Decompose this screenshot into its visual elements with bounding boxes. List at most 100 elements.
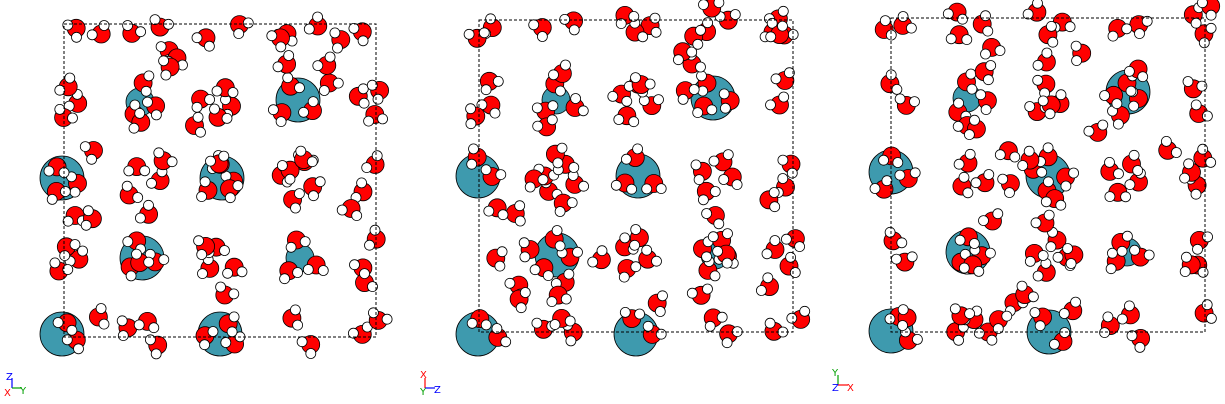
- hydrogen-atom: [139, 165, 151, 177]
- hydrogen-atom: [1104, 156, 1115, 168]
- hydrogen-atom: [688, 84, 700, 95]
- hydrogen-atom: [116, 315, 128, 327]
- hydrogen-atom: [292, 319, 304, 331]
- hydrogen-atom: [364, 239, 375, 251]
- hydrogen-atom: [654, 306, 666, 317]
- hydrogen-atom: [644, 78, 656, 90]
- hydrogen-atom: [985, 247, 996, 259]
- hydrogen-atom: [698, 194, 709, 206]
- hydrogen-atom: [1201, 299, 1213, 311]
- hydrogen-atom: [228, 311, 240, 323]
- hydrogen-atom: [980, 48, 991, 60]
- hydrogen-atom: [1143, 249, 1155, 261]
- hydrogen-atom: [964, 148, 976, 160]
- hydrogen-atom: [869, 183, 881, 194]
- hydrogen-atom: [1179, 172, 1190, 184]
- hydrogen-atom: [466, 317, 478, 329]
- hydrogen-atom: [1049, 338, 1060, 350]
- hydrogen-atom: [952, 121, 964, 132]
- structure-panel-3: [868, 0, 1221, 355]
- hydrogen-atom: [317, 265, 329, 276]
- hydrogen-atom: [54, 84, 66, 96]
- hydrogen-atom: [500, 336, 512, 348]
- hydrogen-atom: [369, 224, 381, 236]
- hydrogen-atom: [789, 267, 801, 278]
- hydrogen-atom: [82, 205, 94, 217]
- hydrogen-atom: [514, 200, 526, 212]
- hydrogen-atom: [367, 307, 379, 319]
- hydrogen-atom: [969, 238, 980, 249]
- hydrogen-atom: [166, 156, 178, 168]
- hydrogen-atom: [1141, 15, 1153, 27]
- hydrogen-atom: [1059, 327, 1071, 338]
- hydrogen-atom: [1205, 9, 1217, 21]
- hydrogen-atom: [1042, 142, 1054, 154]
- hydrogen-atom: [1111, 98, 1123, 109]
- hydrogen-atom: [572, 246, 583, 258]
- hydrogen-atom: [1181, 251, 1192, 263]
- hydrogen-atom: [1040, 196, 1052, 208]
- hydrogen-atom: [361, 162, 373, 174]
- hydrogen-atom: [785, 251, 796, 263]
- hydrogen-atom: [894, 93, 906, 105]
- hydrogen-atom: [463, 28, 475, 40]
- hydrogen-atom: [559, 13, 571, 25]
- hydrogen-atom: [1028, 291, 1039, 303]
- hydrogen-atom: [1058, 308, 1070, 319]
- hydrogen-atom: [762, 272, 774, 284]
- hydrogen-atom: [480, 164, 492, 176]
- hydrogen-atom: [306, 156, 318, 168]
- hydrogen-atom: [332, 42, 343, 54]
- hydrogen-atom: [1113, 168, 1124, 180]
- hydrogen-atom: [885, 29, 897, 41]
- hydrogen-atom: [158, 55, 170, 67]
- hydrogen-atom: [59, 250, 71, 262]
- hydrogen-atom: [949, 303, 961, 315]
- hydrogen-atom: [786, 312, 798, 324]
- hydrogen-atom: [128, 122, 140, 134]
- hydrogen-atom: [307, 96, 319, 107]
- hydrogen-atom: [290, 202, 301, 214]
- hydrogen-atom: [781, 233, 792, 245]
- hydrogen-atom: [1124, 300, 1135, 312]
- hydrogen-atom: [135, 26, 147, 38]
- hydrogen-atom: [564, 315, 576, 327]
- hydrogen-atom: [515, 302, 527, 314]
- hydrogen-atom: [693, 174, 705, 186]
- hydrogen-atom: [548, 69, 559, 81]
- hydrogen-atom: [377, 113, 389, 125]
- hydrogen-atom: [607, 91, 619, 102]
- axis-triad-2: X Z Y: [419, 370, 441, 398]
- hydrogen-atom: [686, 46, 698, 58]
- hydrogen-atom: [348, 22, 360, 34]
- hydrogen-atom: [69, 186, 81, 198]
- hydrogen-atom: [716, 311, 728, 323]
- hydrogen-atom: [975, 89, 987, 101]
- hydrogen-atom: [997, 173, 1009, 185]
- hydrogen-atom: [1107, 30, 1119, 42]
- hydrogen-atom: [193, 235, 205, 247]
- hydrogen-atom: [1023, 145, 1035, 157]
- hydrogen-atom: [1197, 266, 1209, 278]
- hydrogen-atom: [1117, 313, 1128, 325]
- hydrogen-atom: [628, 116, 640, 128]
- hydrogen-atom: [632, 143, 643, 155]
- hydrogen-atom: [1197, 0, 1208, 9]
- hydrogen-atom: [1132, 165, 1144, 176]
- hydrogen-atom: [160, 69, 172, 81]
- hydrogen-atom: [969, 114, 980, 126]
- hydrogen-atom: [79, 141, 91, 153]
- hydrogen-atom: [199, 176, 211, 188]
- hydrogen-atom: [992, 208, 1004, 220]
- hydrogen-atom: [712, 245, 723, 257]
- hydrogen-atom: [218, 150, 230, 162]
- hydrogen-atom: [197, 268, 208, 280]
- hydrogen-atom: [497, 209, 509, 221]
- hydrogen-atom: [549, 319, 561, 330]
- hydrogen-atom: [209, 103, 220, 115]
- hydrogen-atom: [351, 210, 363, 222]
- hydrogen-atom: [62, 264, 74, 275]
- hydrogen-atom: [696, 70, 707, 82]
- hydrogen-atom: [220, 337, 232, 348]
- hydrogen-atom: [765, 31, 777, 43]
